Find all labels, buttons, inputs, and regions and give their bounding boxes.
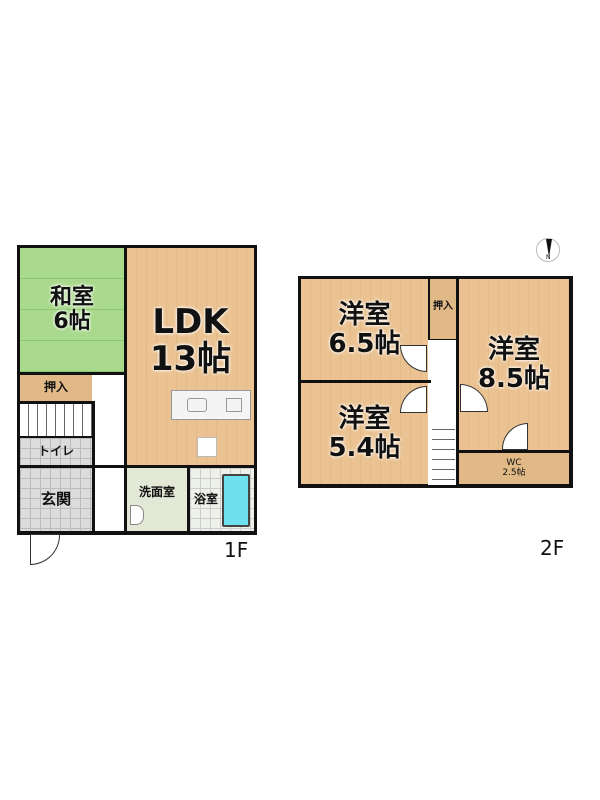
- room-wc: WC 2.5帖: [459, 453, 569, 484]
- floor1-label: 1F: [224, 538, 249, 562]
- kitchen-counter: [171, 390, 251, 420]
- bathtub: [222, 474, 250, 527]
- wall: [17, 436, 95, 438]
- wall: [17, 465, 254, 468]
- wall: [456, 279, 459, 485]
- wall: [187, 468, 190, 531]
- room-name: 洋室: [338, 403, 391, 434]
- room-oshiire-2f: 押入: [430, 279, 456, 339]
- compass-label: N: [546, 254, 551, 261]
- wall: [459, 450, 569, 453]
- room-name: WC: [506, 457, 522, 468]
- entrance-door-swing[interactable]: [30, 534, 60, 565]
- floor2-label: 2F: [540, 536, 565, 560]
- room-oshiire-1f: 押入: [20, 375, 92, 401]
- compass-icon: N: [536, 238, 560, 262]
- room-size: 13帖: [149, 339, 232, 380]
- room-yoshitsu-8-5: 洋室 8.5帖: [459, 279, 569, 450]
- room-name: 洋室: [487, 334, 540, 365]
- room-name: トイレ: [37, 443, 74, 458]
- wall: [92, 401, 95, 531]
- skylight: [197, 437, 217, 457]
- room-size: 2.5帖: [502, 467, 526, 478]
- room-size: 6帖: [53, 309, 91, 334]
- room-washitsu: 和室 6帖: [20, 248, 124, 372]
- room-name: LDK: [152, 302, 229, 342]
- room-size: 6.5帖: [328, 328, 401, 359]
- room-name: 押入: [433, 301, 453, 312]
- room-genkan: 玄関: [20, 468, 92, 531]
- room-yokushitsu: 浴室: [190, 468, 254, 531]
- room-name: 洋室: [338, 299, 391, 330]
- room-name: 押入: [43, 380, 68, 395]
- room-size: 8.5帖: [477, 363, 551, 394]
- room-size: 5.4帖: [328, 432, 401, 463]
- washbasin: [130, 505, 144, 525]
- room-name: 洗面室: [138, 485, 175, 499]
- wall: [298, 380, 431, 383]
- room-name: 和室: [49, 284, 94, 310]
- wall: [124, 248, 127, 531]
- stove-icon: [226, 398, 242, 412]
- wall: [17, 372, 127, 375]
- room-name: 玄関: [40, 490, 71, 509]
- room-ldk: LDK 13帖: [127, 248, 254, 465]
- kitchen-sink: [187, 398, 207, 412]
- stairs: [20, 404, 92, 436]
- room-name: 浴室: [193, 491, 218, 506]
- room-toilet: トイレ: [20, 438, 92, 465]
- wall: [17, 401, 95, 404]
- floor2-stairs: [432, 420, 455, 485]
